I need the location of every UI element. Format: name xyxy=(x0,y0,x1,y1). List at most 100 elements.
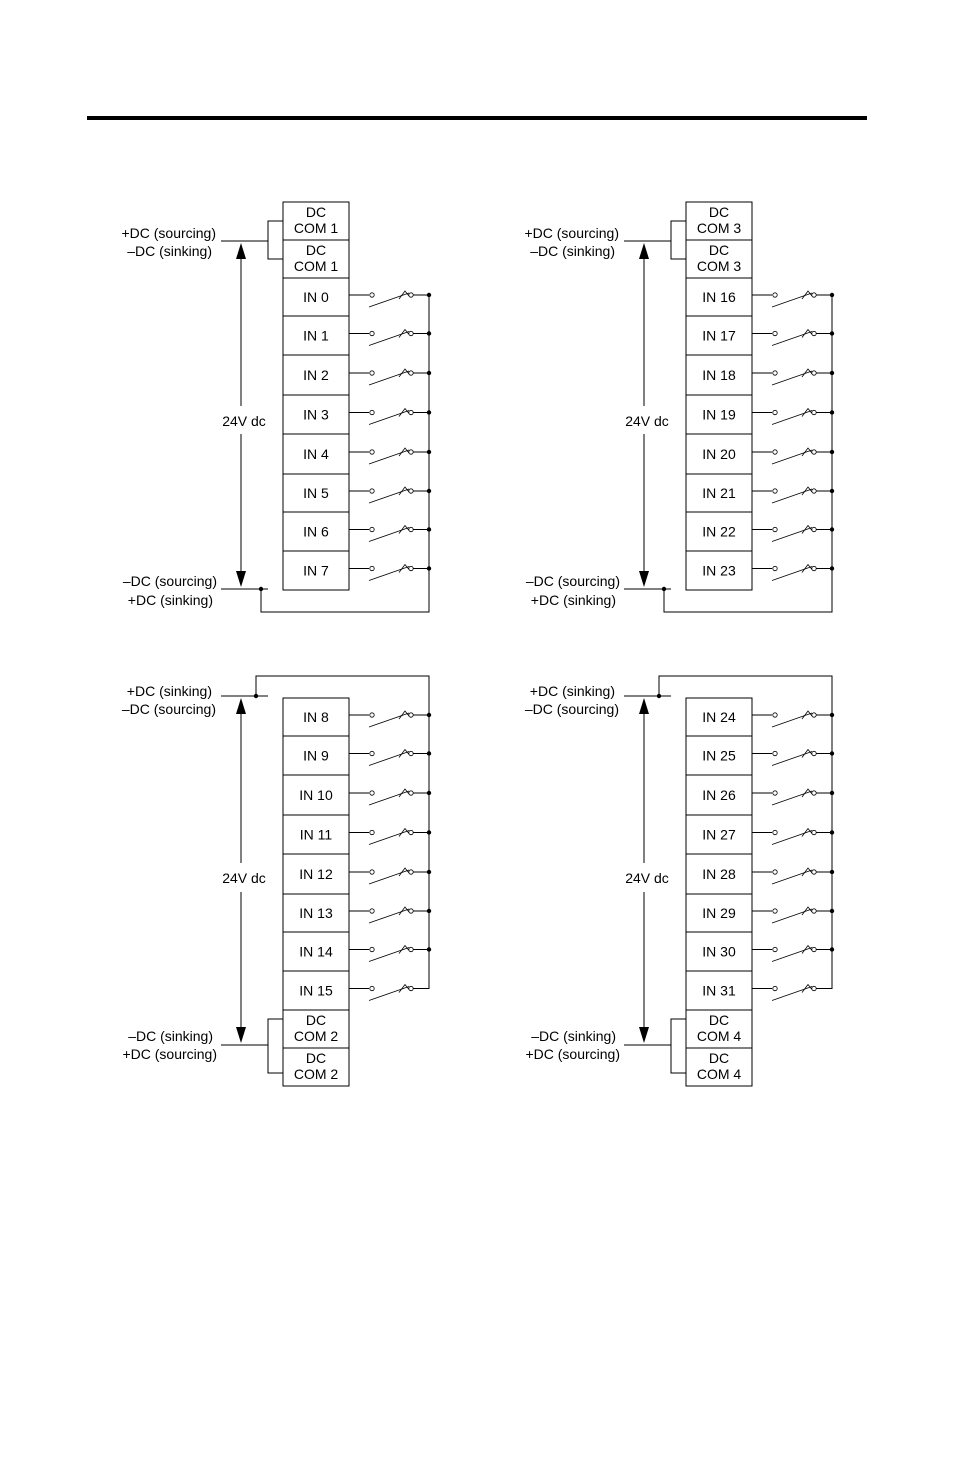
switch-actuator xyxy=(398,486,410,496)
input-terminal: IN 17 xyxy=(685,315,753,356)
terminal-box xyxy=(685,354,753,396)
terminal-box xyxy=(282,550,350,591)
arrow-up-icon xyxy=(236,243,246,259)
switch-contact xyxy=(772,829,778,836)
input-terminal: IN 31 xyxy=(685,970,753,1011)
terminal-box xyxy=(282,735,350,776)
switch-blade xyxy=(368,566,410,581)
switch-actuator xyxy=(398,524,410,534)
terminal-box xyxy=(282,814,350,855)
terminal-box xyxy=(282,1047,350,1087)
switch-blade xyxy=(368,488,410,504)
terminal-box xyxy=(685,473,753,513)
supply-label: –DC (sinking) xyxy=(530,243,615,259)
switch-contact xyxy=(408,750,414,757)
switch-contact xyxy=(408,869,414,875)
feed-wire xyxy=(658,675,833,989)
switch-actuator xyxy=(801,447,813,457)
input-switch xyxy=(752,906,832,924)
switch-contact xyxy=(369,908,375,914)
terminal-box xyxy=(685,394,753,435)
terminal-label: IN 9 xyxy=(303,748,329,764)
switch-blade xyxy=(368,410,410,425)
supply-label: –DC (sourcing) xyxy=(525,701,619,717)
input-terminal: IN 1 xyxy=(282,315,350,356)
switch-actuator xyxy=(398,827,410,837)
switch-blade xyxy=(771,370,813,386)
switch-blade xyxy=(771,830,813,845)
switch-contact xyxy=(408,330,414,337)
terminal-label: IN 6 xyxy=(303,524,329,540)
terminal-box xyxy=(282,893,350,933)
input-switch xyxy=(349,524,429,542)
switch-blade xyxy=(771,986,813,1001)
switch-contact xyxy=(408,409,414,416)
terminal-box xyxy=(282,239,350,279)
switch-actuator xyxy=(398,748,410,758)
input-switch xyxy=(349,983,429,1001)
switch-contact xyxy=(369,712,375,718)
terminal-box xyxy=(685,1009,753,1049)
switch-actuator xyxy=(801,906,813,916)
switch-actuator xyxy=(398,983,410,993)
terminal-label-line1: DC xyxy=(709,1012,729,1028)
input-switch xyxy=(752,328,832,346)
switch-contact xyxy=(408,790,414,796)
supply-label: –DC (sinking) xyxy=(127,243,212,259)
terminal-label: IN 8 xyxy=(303,709,329,725)
switch-blade xyxy=(368,869,410,885)
junction-dot xyxy=(253,693,259,699)
com-bracket xyxy=(267,220,283,260)
switch-contact xyxy=(811,409,817,416)
input-terminal: IN 7 xyxy=(282,550,350,591)
arrow-up-icon xyxy=(236,698,246,714)
input-terminal: IN 0 xyxy=(282,277,350,317)
terminal-box xyxy=(282,394,350,435)
terminal-label: IN 14 xyxy=(299,944,333,960)
terminal-label: IN 21 xyxy=(702,485,736,501)
input-terminal: IN 30 xyxy=(685,931,753,972)
terminal-label-line1: DC xyxy=(709,1050,729,1066)
terminal-box xyxy=(282,473,350,513)
switch-contact xyxy=(772,330,778,337)
switch-actuator xyxy=(398,447,410,457)
switch-blade xyxy=(368,712,410,728)
switch-blade xyxy=(771,947,813,962)
voltage-label: 24V dc xyxy=(625,870,669,886)
arrow-down-icon xyxy=(236,1027,246,1043)
terminal-box xyxy=(685,239,753,279)
switch-contact xyxy=(811,946,817,953)
switch-contact xyxy=(369,985,375,992)
switch-blade xyxy=(771,790,813,806)
switch-actuator xyxy=(801,867,813,877)
junction-dot xyxy=(258,586,264,592)
switch-contact xyxy=(811,908,817,914)
switch-blade xyxy=(368,986,410,1001)
switch-blade xyxy=(771,712,813,728)
terminal-box xyxy=(685,931,753,972)
switch-contact xyxy=(811,292,817,298)
switch-blade xyxy=(771,908,813,924)
arrow-down-icon xyxy=(639,1027,649,1043)
switch-blade xyxy=(771,292,813,308)
switch-blade xyxy=(771,566,813,581)
supply-label: –DC (sourcing) xyxy=(526,573,620,589)
switch-contact xyxy=(772,526,778,533)
input-terminal: IN 6 xyxy=(282,511,350,552)
switch-blade xyxy=(368,830,410,845)
input-switch xyxy=(349,486,429,504)
terminal-label: IN 30 xyxy=(702,944,736,960)
switch-contact xyxy=(811,330,817,337)
switch-blade xyxy=(771,410,813,425)
terminal-label: IN 15 xyxy=(299,983,333,999)
switch-contact xyxy=(369,292,375,298)
input-switch xyxy=(752,944,832,962)
input-terminal: IN 26 xyxy=(685,774,753,816)
switch-contact xyxy=(772,409,778,416)
switch-contact xyxy=(772,908,778,914)
terminal-box xyxy=(685,735,753,776)
